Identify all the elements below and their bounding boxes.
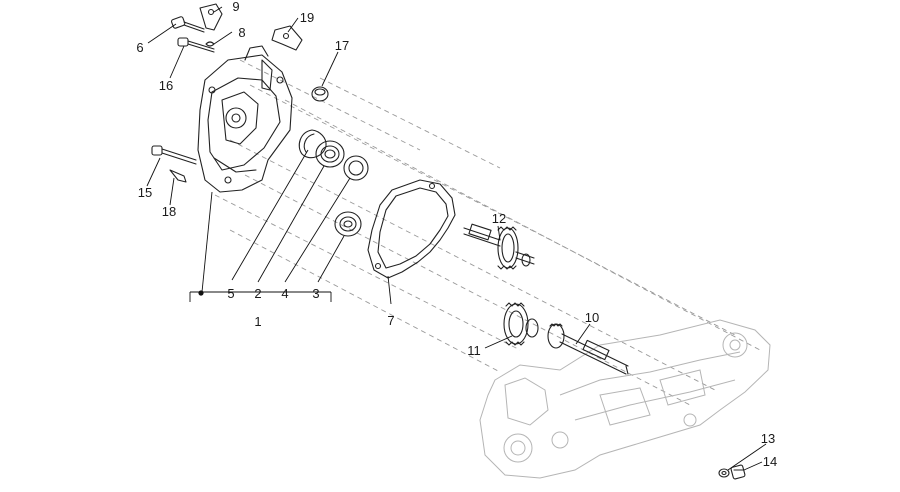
gasket-7 bbox=[367, 179, 456, 279]
plug-17 bbox=[311, 86, 329, 102]
callout-14: 14 bbox=[763, 454, 777, 469]
shaft-10 bbox=[547, 323, 629, 375]
callout-2: 2 bbox=[254, 286, 261, 301]
transmission-cover bbox=[197, 45, 293, 193]
oil-seal-4 bbox=[343, 155, 369, 181]
callout-16: 16 bbox=[159, 78, 173, 93]
bracket-19 bbox=[271, 25, 303, 51]
alignment-lines bbox=[214, 59, 761, 406]
callout-17: 17 bbox=[335, 38, 349, 53]
callout-8: 8 bbox=[238, 25, 245, 40]
gear-11 bbox=[503, 302, 539, 346]
callout-4: 4 bbox=[281, 286, 288, 301]
bearing-3 bbox=[334, 211, 362, 237]
callout-1: 1 bbox=[254, 314, 261, 329]
callout-18: 18 bbox=[162, 204, 176, 219]
leader-lines bbox=[146, 6, 767, 471]
bullet-dot bbox=[198, 290, 204, 296]
screw-6 bbox=[171, 16, 205, 33]
plug-14 bbox=[730, 464, 746, 480]
callout-9: 9 bbox=[232, 0, 239, 14]
callouts: 9 8 6 19 17 16 15 18 12 5 2 4 3 1 7 10 1… bbox=[136, 0, 777, 469]
callout-12: 12 bbox=[492, 211, 506, 226]
callout-11: 11 bbox=[467, 343, 481, 358]
callout-5: 5 bbox=[227, 286, 234, 301]
callout-15: 15 bbox=[138, 185, 152, 200]
callout-10: 10 bbox=[585, 310, 599, 325]
bearing-2 bbox=[315, 140, 345, 168]
washer-13 bbox=[718, 468, 730, 478]
clip-8 bbox=[205, 41, 215, 47]
callout-6: 6 bbox=[136, 40, 143, 55]
bracket-9 bbox=[199, 3, 223, 31]
gear-shaft-12 bbox=[463, 223, 535, 270]
callout-19: 19 bbox=[300, 10, 314, 25]
screw-16 bbox=[177, 37, 215, 53]
crankcase-outline bbox=[479, 319, 771, 479]
callout-13: 13 bbox=[761, 431, 775, 446]
screw-15 bbox=[151, 145, 197, 165]
callout-3: 3 bbox=[312, 286, 319, 301]
callout-7: 7 bbox=[387, 313, 394, 328]
pin-18 bbox=[169, 169, 187, 183]
